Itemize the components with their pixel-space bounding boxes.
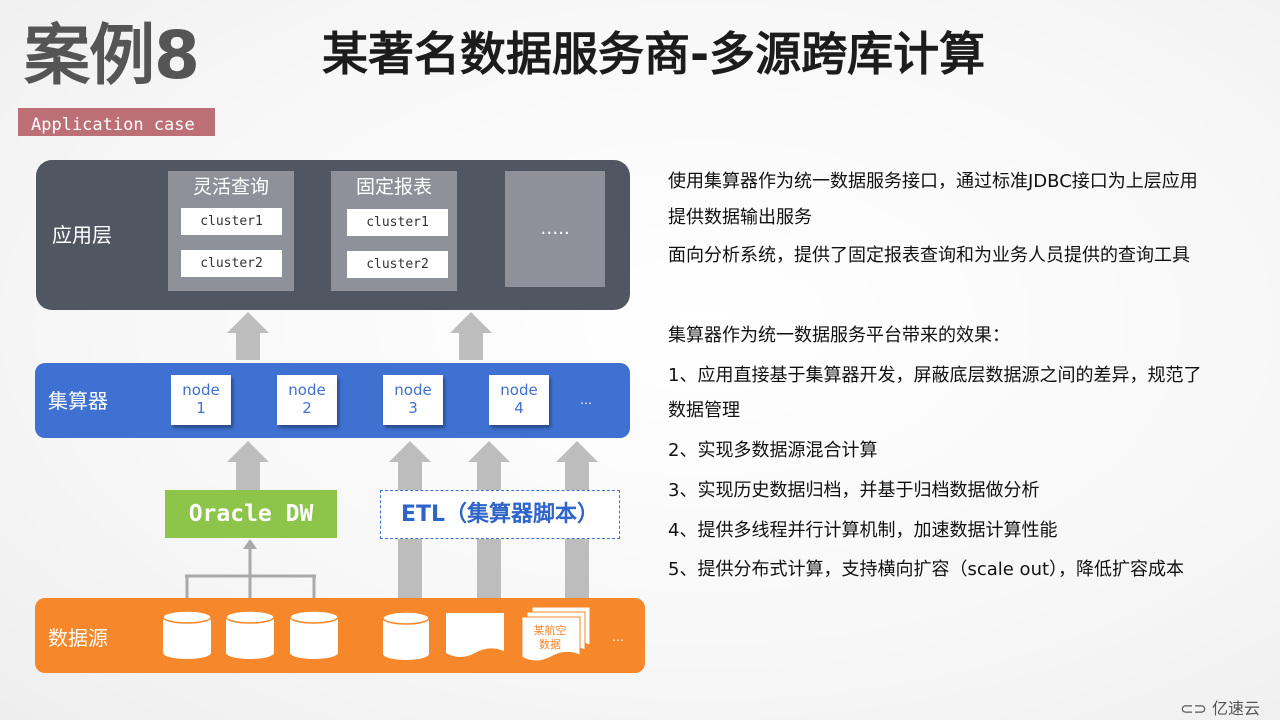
effects-title: 集算器作为统一数据服务平台带来的效果：	[668, 325, 1010, 346]
node-number: 2	[302, 399, 312, 417]
node-number: 3	[408, 399, 418, 417]
database-icon	[382, 611, 430, 660]
document-icon	[446, 613, 504, 657]
brand-logo: ⊂⊃ 亿速云	[1180, 695, 1260, 719]
cluster-item: cluster1	[181, 208, 282, 235]
source-more: …	[612, 630, 624, 644]
as400-label-1: AS400	[458, 619, 492, 630]
cloud-icon: ⊂⊃	[1180, 699, 1207, 718]
effect-item: 1、应用直接基于集算器开发，屏蔽底层数据源之间的差异，规范了	[668, 365, 1202, 386]
effect-item: 5、提供分布式计算，支持横向扩容（scale out），降低扩容成本	[668, 559, 1185, 580]
arrow-up-icon	[243, 539, 257, 549]
effect-item: 2、实现多数据源混合计算	[668, 440, 878, 461]
ora-label: ORA	[176, 636, 198, 647]
node-more: …	[580, 393, 592, 407]
brand-logo-text: 亿速云	[1211, 699, 1260, 718]
oracle-dw-box: Oracle DW	[165, 490, 337, 538]
panel-title: 固定报表	[355, 176, 432, 198]
node-4: node 4	[489, 375, 549, 425]
cluster-item: cluster2	[181, 250, 282, 277]
node-name: node	[500, 381, 538, 399]
effect-item: 3、实现历史数据归档，并基于归档数据做分析	[668, 480, 1040, 501]
desc-line: 面向分析系统，提供了固定报表查询和为业务人员提供的查询工具	[668, 245, 1190, 266]
as400-label-2: 文件数据	[455, 632, 495, 643]
node-3: node 3	[383, 375, 443, 425]
airline-label-2: 数据	[539, 638, 561, 651]
cluster-item: cluster2	[347, 251, 448, 278]
database-icon	[225, 610, 275, 659]
ora-label: ORA	[303, 636, 325, 647]
cluster-item: cluster1	[347, 209, 448, 236]
node-name: node	[288, 381, 326, 399]
case-subtitle: Application case	[18, 108, 215, 136]
effect-item: 数据管理	[668, 400, 740, 421]
panel-more: …..	[505, 171, 605, 287]
more-dots: …..	[540, 218, 570, 239]
effect-item: 4、提供多线程并行计算机制，加速数据计算性能	[668, 520, 1058, 541]
ora-label: ORA	[239, 636, 261, 647]
desc-line: 使用集算器作为统一数据服务接口，通过标准JDBC接口为上层应用	[668, 171, 1198, 192]
mssql-label: MSSQL	[392, 638, 420, 647]
node-name: node	[394, 381, 432, 399]
page-title: 某著名数据服务商-多源跨库计算	[322, 27, 986, 81]
calc-layer-label: 集算器	[48, 389, 108, 413]
airline-label-1: 某航空	[533, 624, 567, 637]
app-layer-label: 应用层	[52, 223, 112, 247]
case-title: 案例8	[24, 17, 200, 94]
node-number: 1	[196, 399, 206, 417]
node-2: node 2	[277, 375, 337, 425]
arrow-up-icon	[450, 312, 492, 360]
documents-icon	[521, 606, 591, 662]
arrow-up-icon	[227, 312, 269, 360]
source-layer-label: 数据源	[48, 626, 108, 650]
database-icon	[289, 610, 339, 659]
node-name: node	[182, 381, 220, 399]
arrow-up-icon	[227, 441, 269, 490]
etl-box: ETL（集算器脚本）	[380, 490, 620, 539]
panel-title: 灵活查询	[192, 176, 269, 198]
node-number: 4	[514, 399, 524, 417]
database-icon	[162, 610, 212, 659]
node-1: node 1	[171, 375, 231, 425]
desc-line: 提供数据输出服务	[668, 207, 812, 228]
